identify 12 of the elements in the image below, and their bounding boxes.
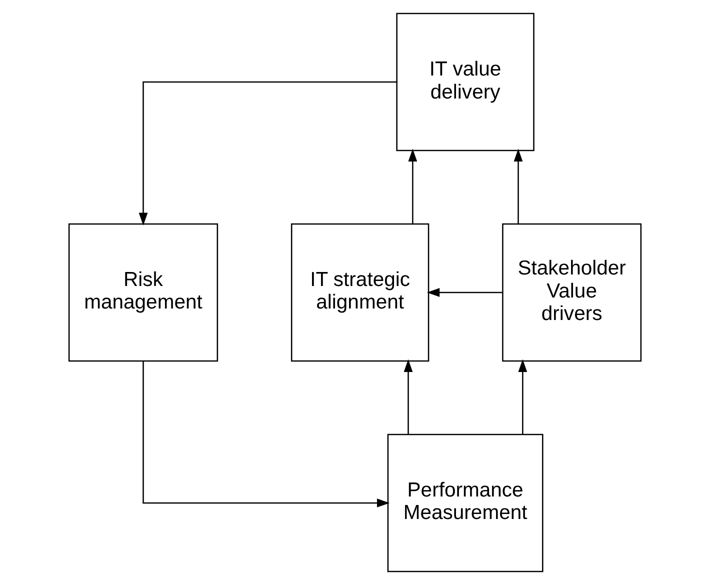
node-box: IT value delivery	[396, 12, 534, 152]
arrow	[518, 359, 528, 434]
node-box: Performance Measurement	[387, 434, 544, 572]
arrow	[514, 148, 523, 224]
arrow	[142, 361, 390, 508]
arrow	[404, 359, 413, 434]
node-box: IT strategic alignment	[290, 223, 430, 362]
arrow	[138, 81, 397, 226]
arrow	[408, 148, 418, 224]
node-box: Stakeholder Value drivers	[502, 223, 642, 362]
arrow	[426, 288, 502, 297]
node-box: Risk management	[68, 223, 218, 362]
